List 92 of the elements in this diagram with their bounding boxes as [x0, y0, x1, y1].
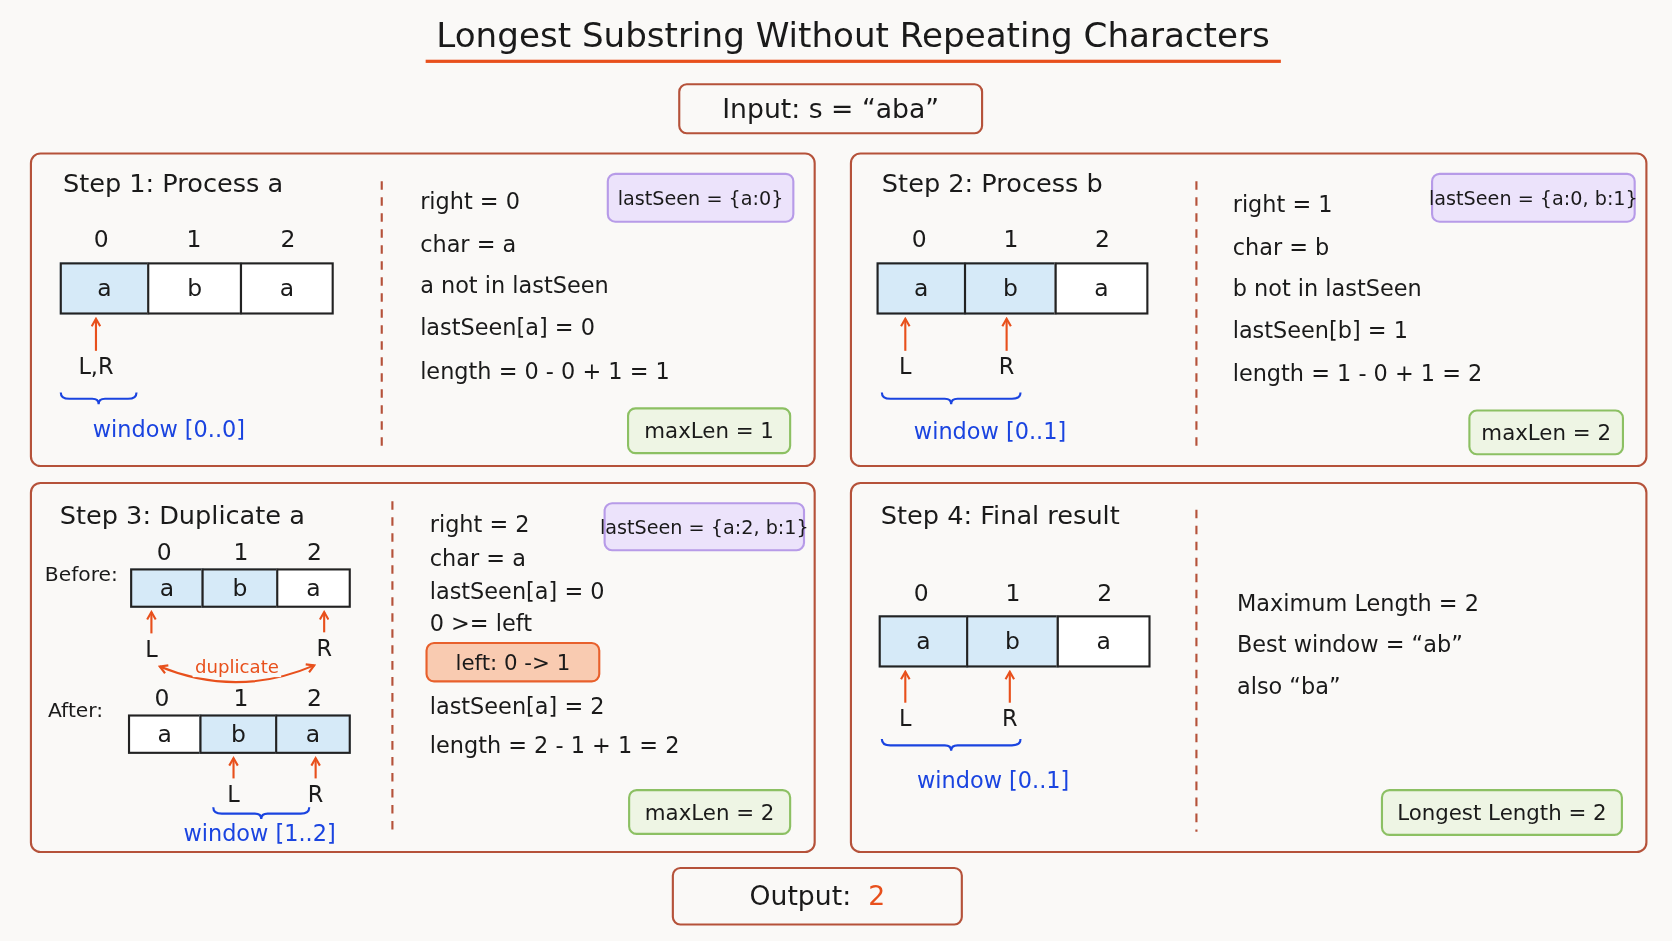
pointer-label: R — [316, 635, 332, 662]
index-number: 2 — [1095, 225, 1111, 253]
index-number: 2 — [307, 539, 323, 566]
io-box: Input: s = “aba” — [678, 83, 984, 135]
arrow — [318, 611, 330, 633]
code-line: lastSeen[a] = 2 — [429, 694, 605, 720]
pointer-label: L — [899, 354, 912, 380]
step-heading: Step 4: Final result — [880, 500, 1120, 530]
index-number: 0 — [156, 539, 172, 566]
output-value: 2 — [868, 880, 886, 912]
array-cell: a — [1054, 262, 1149, 315]
index-number: 0 — [93, 225, 109, 253]
index-number: 0 — [913, 579, 929, 607]
pointer-label: L — [899, 705, 912, 732]
code-line: also “ba” — [1236, 673, 1341, 700]
output-label: Output: — [749, 880, 852, 912]
code-line: length = 2 - 1 + 1 = 2 — [429, 732, 680, 759]
step-heading: Step 1: Process a — [62, 168, 284, 199]
window-label: window [0..0] — [92, 416, 246, 443]
arrow — [90, 317, 102, 351]
update-box: left: 0 -> 1 — [425, 641, 601, 683]
array-cell: a — [878, 615, 969, 668]
state-box: lastSeen = {a:0, b:1} — [1431, 172, 1636, 223]
array-cell: a — [276, 568, 351, 608]
step-panel — [29, 482, 816, 854]
array-cell: a — [275, 714, 351, 754]
code-line: lastSeen[a] = 0 — [420, 314, 595, 341]
pointer-label: L — [145, 636, 158, 663]
step-panel — [849, 482, 1648, 854]
index-number: 1 — [1003, 225, 1019, 253]
arrow — [900, 317, 911, 351]
result-box: maxLen = 2 — [1468, 409, 1624, 456]
index-number: 0 — [154, 685, 170, 712]
code-line: length = 1 - 0 + 1 = 2 — [1232, 360, 1483, 386]
title: Longest Substring Without Repeating Characters — [425, 14, 1281, 63]
code-line: b not in lastSeen — [1232, 276, 1422, 302]
index-number: 1 — [233, 685, 249, 712]
code-line: char = a — [420, 231, 517, 257]
code-line: lastSeen[b] = 1 — [1232, 317, 1408, 344]
array-cell: a — [239, 262, 334, 315]
array-cell: a — [130, 568, 204, 608]
array-cell: b — [201, 568, 279, 608]
index-number: 1 — [233, 539, 249, 566]
arrow — [900, 670, 911, 703]
arrow — [1004, 670, 1016, 703]
result-box: Longest Length = 2 — [1380, 789, 1623, 836]
pointer-label: R — [1002, 705, 1018, 732]
array-cell: a — [127, 714, 202, 754]
step-heading: Step 2: Process b — [881, 168, 1103, 199]
step-panel — [29, 152, 816, 468]
row-label: Before: — [44, 561, 118, 586]
index-number: 2 — [1097, 579, 1113, 607]
arrow — [158, 663, 316, 684]
index-number: 1 — [1005, 579, 1021, 607]
array-cell: a — [1056, 615, 1151, 668]
row-label: After: — [48, 697, 104, 721]
window-label: window [1..2] — [183, 821, 336, 847]
step-panel — [849, 152, 1648, 468]
code-line: char = a — [429, 545, 526, 572]
code-line: right = 1 — [1232, 191, 1333, 218]
code-line: right = 0 — [420, 188, 520, 215]
step-heading: Step 3: Duplicate a — [59, 500, 305, 530]
state-box: lastSeen = {a:2, b:1} — [603, 502, 806, 552]
arrow — [310, 757, 321, 779]
array-cell: a — [59, 262, 150, 315]
array-cell: b — [199, 714, 278, 754]
window-label: window [0..1] — [913, 419, 1067, 445]
index-number: 0 — [911, 225, 927, 253]
array-cell: b — [963, 262, 1057, 315]
array-cell: b — [966, 615, 1059, 668]
code-line: right = 2 — [429, 511, 530, 538]
result-box: maxLen = 2 — [628, 789, 792, 835]
index-number: 1 — [186, 225, 202, 253]
arrow — [1001, 317, 1012, 351]
index-number: 2 — [307, 685, 323, 712]
code-line: char = b — [1232, 234, 1330, 261]
pointer-label: L — [227, 781, 240, 808]
state-box: lastSeen = {a:0} — [606, 172, 795, 223]
code-line: a not in lastSeen — [420, 273, 609, 299]
pointer-label: R — [998, 354, 1015, 380]
pointer-label: R — [307, 781, 324, 808]
arrow — [146, 611, 157, 634]
arrow — [228, 757, 239, 779]
code-line: lastSeen[a] = 0 — [429, 579, 605, 605]
window-label: window [0..1] — [917, 767, 1070, 794]
code-line: Best window = “ab” — [1236, 631, 1463, 657]
result-box: maxLen = 1 — [627, 407, 792, 455]
pointer-label: L,R — [78, 354, 114, 380]
index-number: 2 — [280, 225, 296, 253]
code-line: Maximum Length = 2 — [1236, 590, 1479, 617]
code-line: 0 >= left — [429, 611, 532, 637]
code-line: length = 0 - 0 + 1 = 1 — [420, 358, 670, 384]
